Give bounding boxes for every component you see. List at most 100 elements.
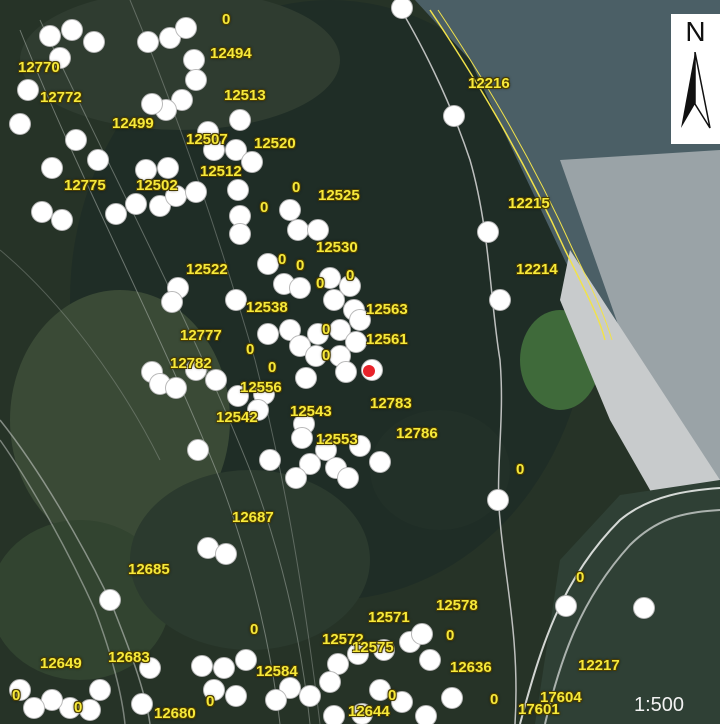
parcel-label[interactable]: 12522 [186,261,228,278]
parcel-label[interactable]: 12525 [318,187,360,204]
survey-point-marker[interactable] [9,113,31,135]
survey-point-marker[interactable] [369,451,391,473]
survey-point-marker[interactable] [257,323,279,345]
parcel-label[interactable]: 0 [388,687,397,704]
parcel-label[interactable]: 12520 [254,135,296,152]
survey-point-marker[interactable] [257,253,279,275]
parcel-label[interactable]: 0 [278,251,287,268]
survey-point-marker[interactable] [391,0,413,19]
survey-point-marker[interactable] [61,19,83,41]
survey-point-marker[interactable] [289,277,311,299]
survey-point-marker[interactable] [319,671,341,693]
survey-point-marker[interactable] [489,289,511,311]
survey-point-marker[interactable] [137,31,159,53]
parcel-label[interactable]: 12578 [436,597,478,614]
survey-point-marker[interactable] [345,331,367,353]
survey-point-marker[interactable] [291,427,313,449]
parcel-label[interactable]: 0 [74,699,83,716]
survey-point-marker[interactable] [477,221,499,243]
parcel-label[interactable]: 0 [576,569,585,586]
survey-point-marker[interactable] [247,399,269,421]
parcel-label[interactable]: 12685 [128,561,170,578]
survey-point-marker[interactable] [157,157,179,179]
survey-point-marker[interactable] [411,623,433,645]
survey-point-marker[interactable] [135,159,157,181]
parcel-label[interactable]: 12772 [40,89,82,106]
parcel-label[interactable]: 12572 [322,631,364,648]
parcel-label[interactable]: 12507 [186,131,228,148]
survey-point-marker[interactable] [161,291,183,313]
survey-point-marker[interactable] [191,655,213,677]
parcel-label[interactable]: 12680 [154,705,196,722]
survey-point-marker[interactable] [349,435,371,457]
survey-point-marker[interactable] [279,199,301,221]
survey-point-marker[interactable] [287,219,309,241]
survey-point-marker[interactable] [227,385,249,407]
selected-location-marker[interactable] [363,365,375,377]
survey-point-marker[interactable] [89,679,111,701]
parcel-label[interactable]: 12783 [370,395,412,412]
survey-point-marker[interactable] [369,679,391,701]
parcel-label[interactable]: 12530 [316,239,358,256]
parcel-label[interactable]: 12214 [516,261,558,278]
survey-point-marker[interactable] [373,639,395,661]
survey-point-marker[interactable] [419,649,441,671]
parcel-label[interactable]: 0 [246,341,255,358]
parcel-label[interactable]: 0 [222,11,231,28]
parcel-label[interactable]: 12556 [240,379,282,396]
survey-point-marker[interactable] [139,657,161,679]
parcel-label[interactable]: 12553 [316,431,358,448]
parcel-label[interactable]: 0 [268,359,277,376]
survey-point-marker[interactable] [307,323,329,345]
survey-point-marker[interactable] [555,595,577,617]
survey-point-marker[interactable] [633,597,655,619]
survey-point-marker[interactable] [31,201,53,223]
parcel-label[interactable]: 12782 [170,355,212,372]
survey-point-marker[interactable] [51,209,73,231]
survey-point-marker[interactable] [41,157,63,179]
parcel-label[interactable]: 0 [206,693,215,710]
parcel-label[interactable]: 0 [12,687,21,704]
parcel-label[interactable]: 0 [516,461,525,478]
survey-point-marker[interactable] [323,705,345,724]
survey-point-marker[interactable] [391,691,413,713]
parcel-label[interactable]: 12215 [508,195,550,212]
survey-point-marker[interactable] [215,543,237,565]
survey-point-marker[interactable] [307,219,329,241]
survey-point-marker[interactable] [225,289,247,311]
parcel-label[interactable]: 0 [322,347,331,364]
survey-point-marker[interactable] [183,49,205,71]
survey-point-marker[interactable] [229,109,251,131]
survey-point-marker[interactable] [65,129,87,151]
survey-point-marker[interactable] [83,31,105,53]
parcel-label[interactable]: 12770 [18,59,60,76]
survey-point-marker[interactable] [131,693,153,715]
survey-point-marker[interactable] [227,179,249,201]
parcel-label[interactable]: 12786 [396,425,438,442]
parcel-label[interactable]: 0 [292,179,301,196]
parcel-label[interactable]: 12543 [290,403,332,420]
parcel-label[interactable]: 12683 [108,649,150,666]
survey-point-marker[interactable] [99,589,121,611]
survey-point-marker[interactable] [87,149,109,171]
survey-point-marker[interactable] [305,345,327,367]
parcel-label[interactable]: 12217 [578,657,620,674]
survey-point-marker[interactable] [213,657,235,679]
parcel-label[interactable]: 17601 [518,701,560,718]
survey-point-marker[interactable] [349,309,371,331]
survey-point-marker[interactable] [185,181,207,203]
survey-point-marker[interactable] [441,687,463,709]
parcel-label[interactable]: 12775 [64,177,106,194]
survey-point-marker[interactable] [323,289,345,311]
survey-point-marker[interactable] [295,367,317,389]
parcel-label[interactable]: 12561 [366,331,408,348]
survey-point-marker[interactable] [17,79,39,101]
parcel-label[interactable]: 12538 [246,299,288,316]
parcel-label[interactable]: 12499 [112,115,154,132]
survey-point-marker[interactable] [229,223,251,245]
survey-point-marker[interactable] [125,193,147,215]
survey-point-marker[interactable] [9,679,31,701]
survey-point-marker[interactable] [259,449,281,471]
parcel-label[interactable]: 12494 [210,45,252,62]
